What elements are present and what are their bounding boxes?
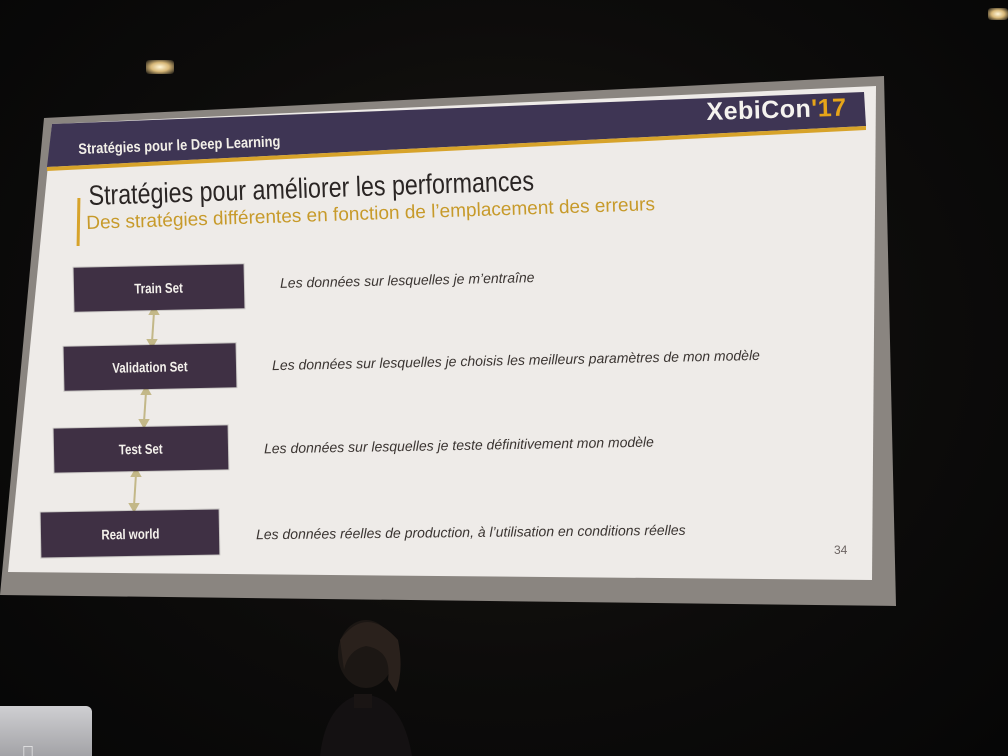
stage-box-validation-set: Validation Set [63, 343, 237, 391]
slide-header-accent-line [47, 126, 866, 171]
apple-logo-icon:  [22, 744, 34, 756]
laptop:  [0, 706, 92, 756]
stage-label: Validation Set [112, 358, 188, 376]
slide-page-number: 34 [834, 543, 848, 557]
stage-label: Real world [100, 524, 160, 543]
slide-header-bar [47, 92, 866, 167]
connector-arrow-3 [133, 473, 137, 507]
xebicon-logo: XebiCon'17 [706, 94, 847, 127]
stage-box-train-set: Train Set [73, 264, 245, 312]
brand-year: '17 [810, 93, 847, 123]
stage-box-test-set: Test Set [53, 425, 229, 473]
ceiling-light-right [988, 8, 1008, 20]
presenter-silhouette [320, 620, 412, 756]
connector-arrow-1 [151, 311, 155, 343]
connector-arrow-2 [143, 391, 147, 423]
brand-name: XebiCon [706, 94, 812, 126]
ceiling-light-left [146, 60, 174, 74]
stage-label: Train Set [134, 279, 184, 297]
stage-connectors [128, 304, 160, 514]
stage-label: Test Set [118, 440, 164, 458]
stage-box-real-world: Real world [40, 509, 220, 558]
